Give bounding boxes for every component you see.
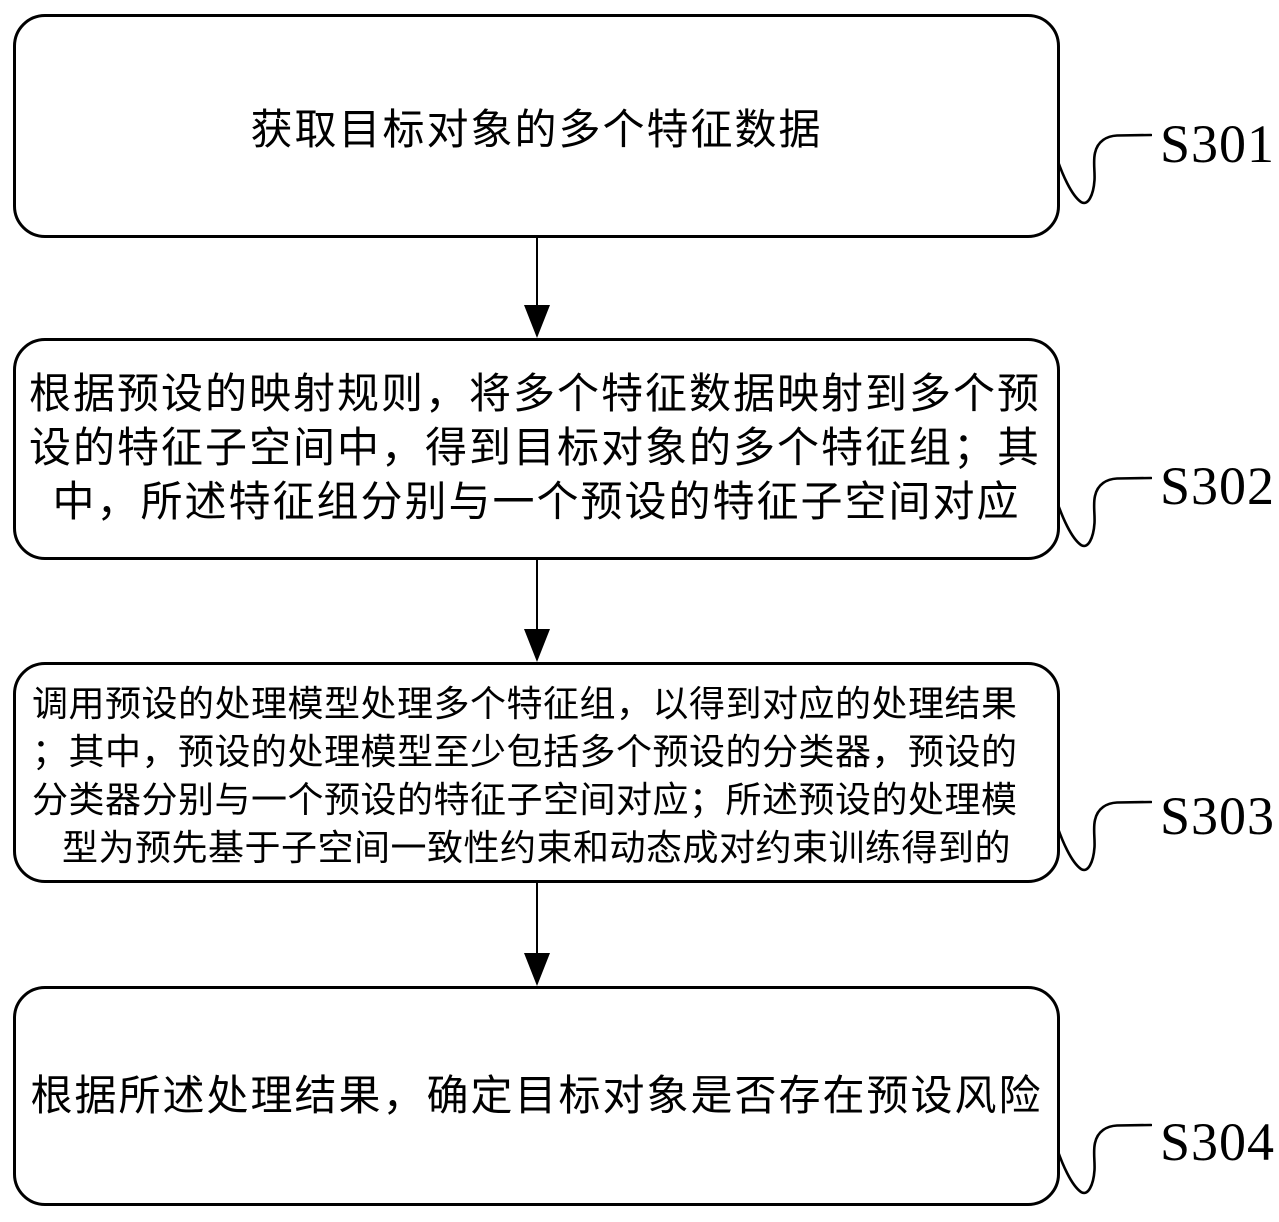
step-text-line: 根据所述处理结果，确定目标对象是否存在预设风险 xyxy=(30,1071,1043,1120)
step-text-line: 获取目标对象的多个特征数据 xyxy=(250,105,823,154)
step-box-s304: 根据所述处理结果，确定目标对象是否存在预设风险 xyxy=(13,986,1060,1206)
step-text-line: ；其中，预设的处理模型至少包括多个预设的分类器，预设的 xyxy=(32,732,1018,773)
leader-line-icon xyxy=(1057,133,1152,205)
flow-arrow-2 xyxy=(524,560,550,662)
step-text-line: 调用预设的处理模型处理多个特征组，以得到对应的处理结果 xyxy=(32,684,1018,725)
step-text-line: 根据预设的映射规则，将多个特征数据映射到多个预 xyxy=(29,369,1042,418)
leader-line-icon xyxy=(1057,476,1152,548)
leader-line-icon xyxy=(1057,800,1152,872)
step-box-s303: 调用预设的处理模型处理多个特征组，以得到对应的处理结果 ；其中，预设的处理模型至… xyxy=(13,662,1060,883)
step-label-s301: S301 xyxy=(1160,114,1276,174)
step-label-s304: S304 xyxy=(1160,1112,1276,1172)
step-box-s302: 根据预设的映射规则，将多个特征数据映射到多个预 设的特征子空间中，得到目标对象的… xyxy=(13,338,1060,560)
step-text-line: 设的特征子空间中，得到目标对象的多个特征组；其 xyxy=(29,423,1042,472)
arrow-head-icon xyxy=(524,629,550,662)
arrow-head-icon xyxy=(524,305,550,338)
step-label-s302: S302 xyxy=(1160,456,1276,516)
arrow-shaft xyxy=(535,237,539,307)
flow-arrow-1 xyxy=(524,237,550,338)
arrow-shaft xyxy=(535,883,539,955)
step-text-line: 分类器分别与一个预设的特征子空间对应；所述预设的处理模 xyxy=(32,780,1018,821)
step-text-line: 型为预先基于子空间一致性约束和动态成对约束训练得到的 xyxy=(61,828,1011,869)
leader-line-icon xyxy=(1057,1123,1152,1195)
flow-arrow-3 xyxy=(524,883,550,986)
step-label-s303: S303 xyxy=(1160,786,1276,846)
arrow-shaft xyxy=(535,560,539,631)
arrow-head-icon xyxy=(524,953,550,986)
step-text-line: 中，所述特征组分别与一个预设的特征子空间对应 xyxy=(52,477,1021,526)
step-box-s301: 获取目标对象的多个特征数据 xyxy=(13,14,1060,238)
